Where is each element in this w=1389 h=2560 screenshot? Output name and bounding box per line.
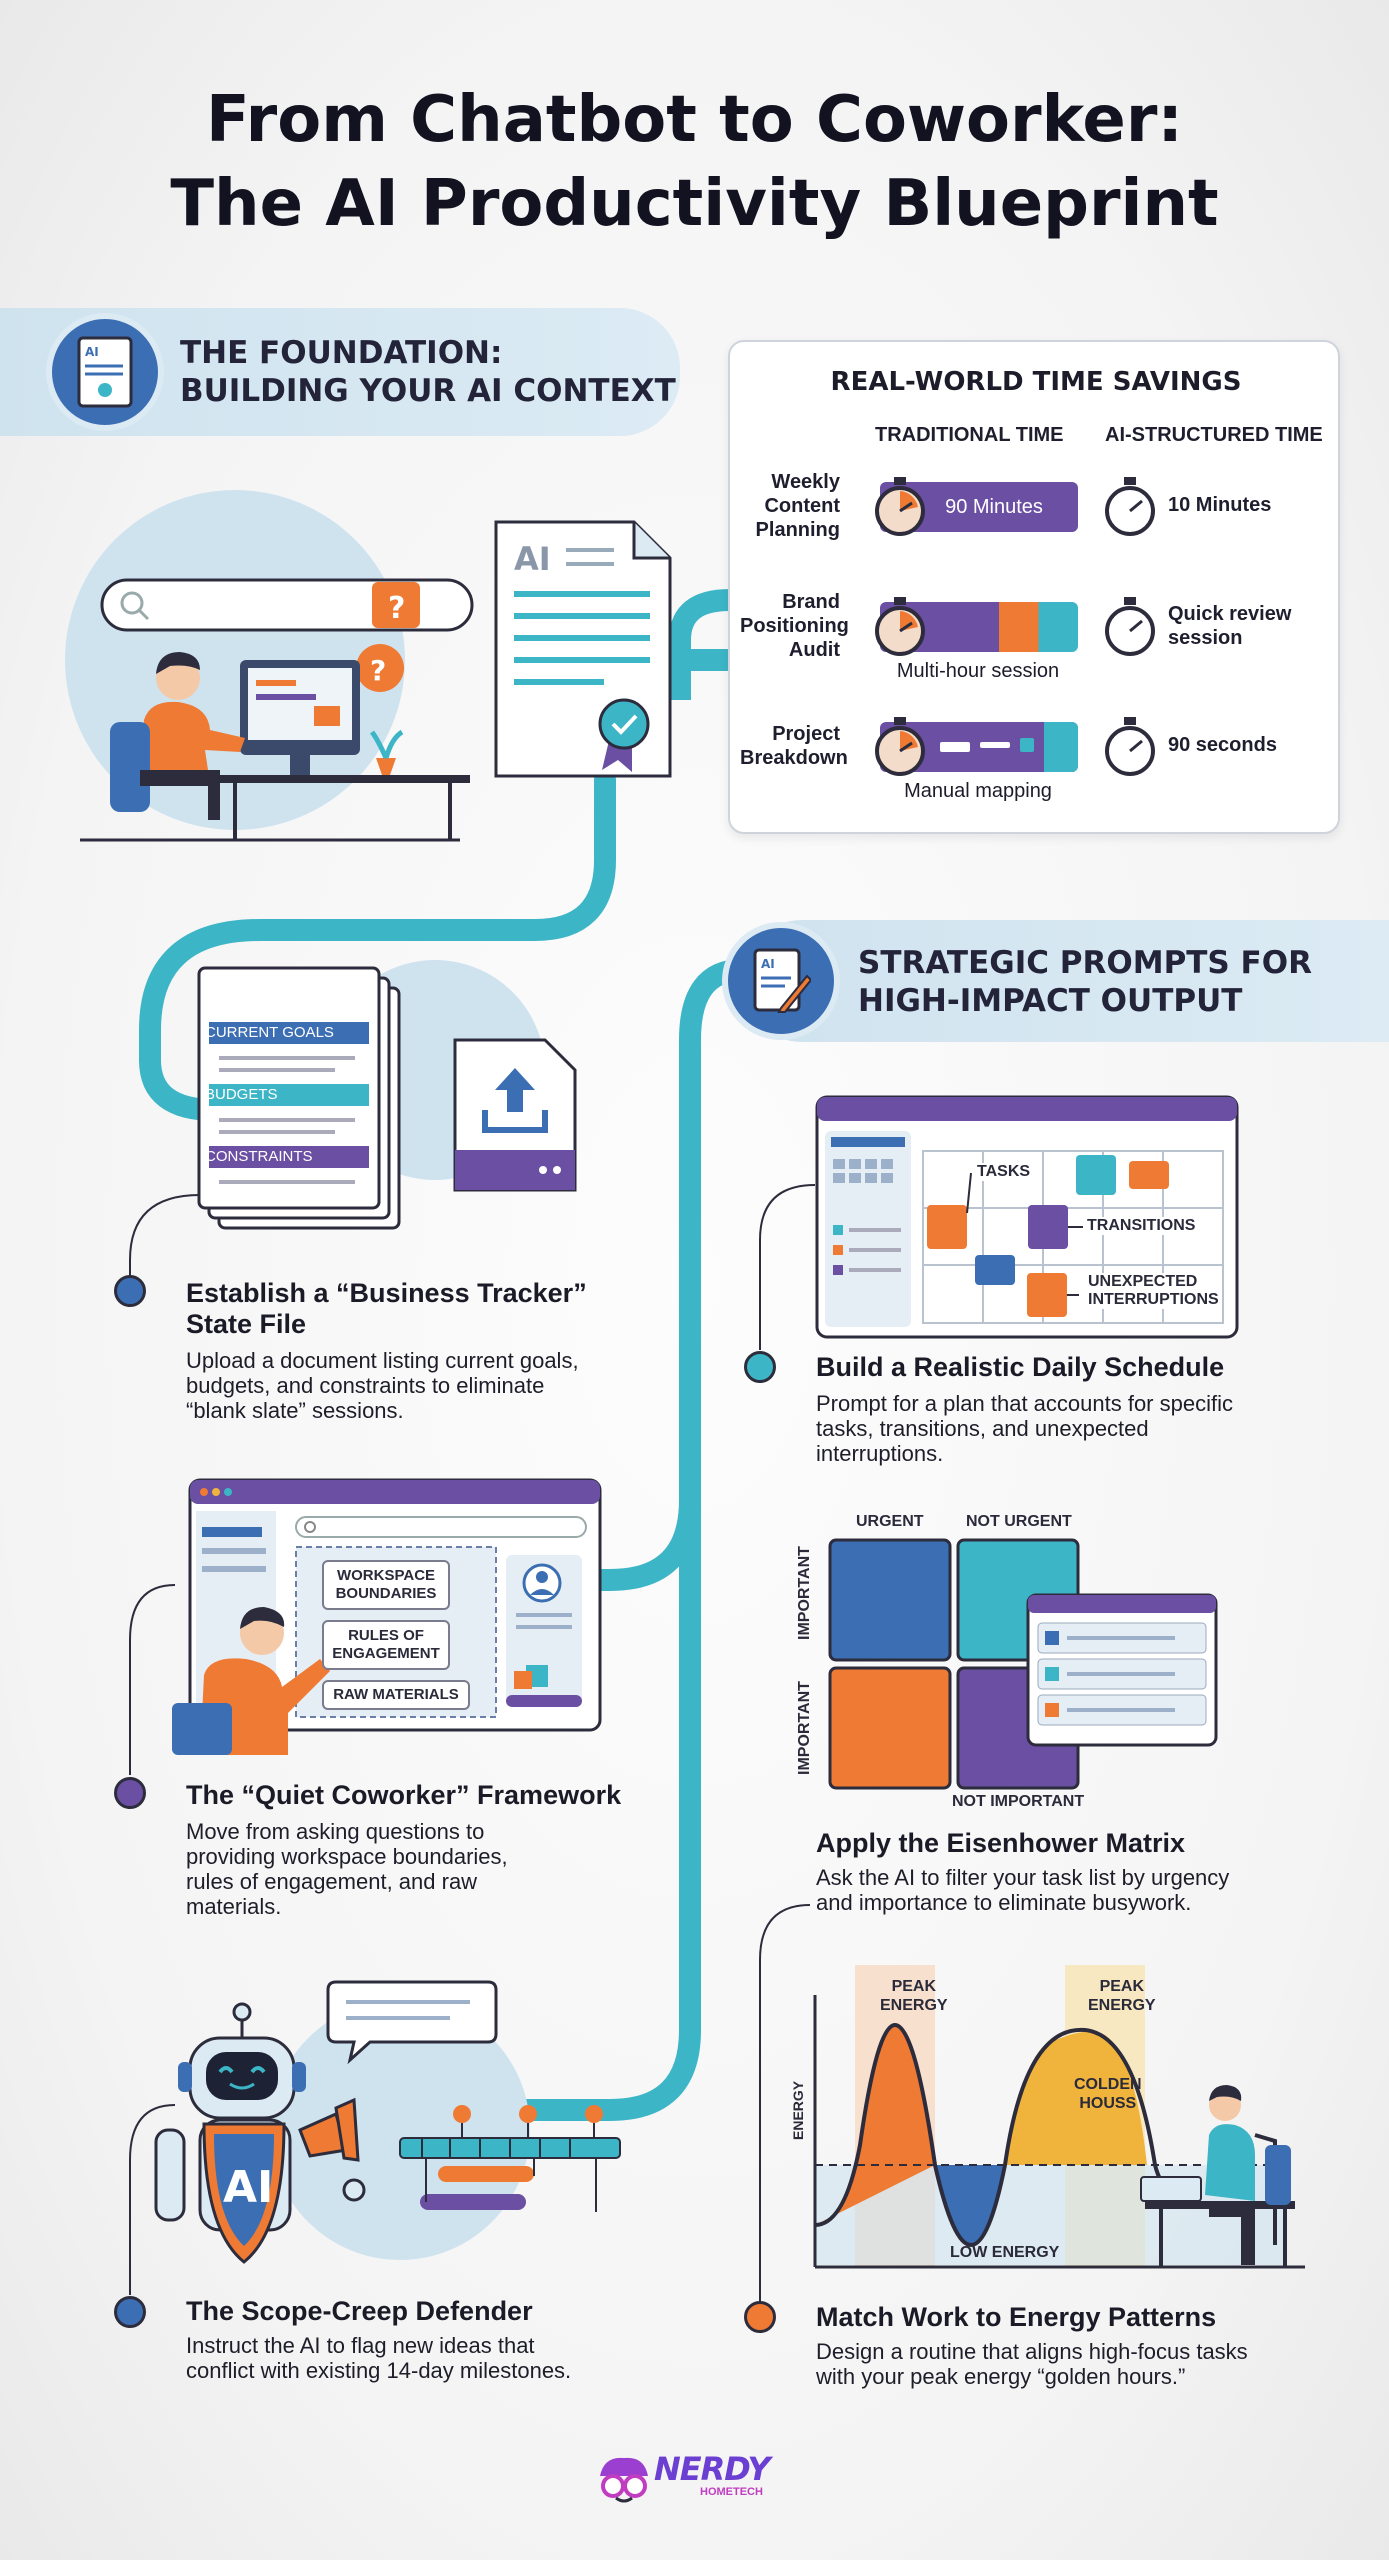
label-important-bottom: IMPORTANT (796, 1681, 813, 1775)
label-not-important: NOT IMPORTANT (952, 1793, 1085, 1810)
svg-text:?: ? (388, 591, 405, 626)
robot-defender-illustration: AI (154, 1980, 621, 2264)
step-eisenhower: Apply the Eisenhower Matrix Ask the AI t… (816, 1828, 1356, 1915)
step-desc: Upload a document listing current goals,… (186, 1348, 579, 1423)
logo-word: NERDY (654, 2450, 771, 2488)
step-dot-5 (744, 2301, 776, 2333)
label-important-top: IMPORTANT (796, 1546, 813, 1640)
label-energy-axis: ENERGY (790, 2080, 806, 2140)
page-title: From Chatbot to Coworker: The AI Product… (170, 83, 1219, 241)
label-goals: CURRENT GOALS (205, 1024, 334, 1041)
document-ai-icon: AI (46, 313, 164, 431)
eisenhower-matrix (828, 1538, 1218, 1790)
logo-sub: HOMETECH (700, 2486, 763, 2498)
step-desc: Ask the AI to filter your task list by u… (816, 1865, 1230, 1915)
time-savings-title: REAL-WORLD TIME SAVINGS (830, 367, 1242, 397)
step-scope-creep: The Scope-Creep Defender Instruct the AI… (186, 2296, 686, 2383)
stopwatch-icon (1102, 477, 1158, 542)
svg-text:?: ? (370, 654, 386, 687)
svg-text:AI: AI (514, 540, 551, 578)
svg-text:AI: AI (85, 345, 99, 359)
strategic-heading: STRATEGIC PROMPTS FOR HIGH-IMPACT OUTPUT (858, 945, 1312, 1019)
col-ai: AI-STRUCTURED TIME (1105, 424, 1323, 446)
stopwatch-icon (872, 717, 928, 782)
business-tracker-docs (197, 960, 577, 1230)
step-business-tracker: Establish a “Business Tracker”State File… (186, 1278, 676, 1423)
logo: NERDY HOMETECH (596, 2448, 796, 2508)
label-budgets: BUDGETS (205, 1086, 278, 1103)
energy-pattern-chart (813, 1965, 1305, 2269)
step-title: Build a Realistic Daily Schedule (816, 1352, 1225, 1382)
label-constraints: CONSTRAINTS (205, 1148, 313, 1165)
step-energy-patterns: Match Work to Energy Patterns Design a r… (816, 2302, 1356, 2389)
step-title: The Scope-Creep Defender (186, 2296, 533, 2326)
step-desc: Design a routine that aligns high-focus … (816, 2339, 1248, 2389)
step-title: Apply the Eisenhower Matrix (816, 1828, 1186, 1858)
step-dot-1 (114, 1275, 146, 1307)
step-title: Match Work to Energy Patterns (816, 2302, 1217, 2332)
step-quiet-coworker: The “Quiet Coworker” Framework Move from… (186, 1780, 676, 1919)
step-dot-3 (114, 2296, 146, 2328)
tag-raw-materials: RAW MATERIALS (322, 1680, 470, 1710)
stopwatch-icon (1102, 597, 1158, 662)
foundation-heading: THE FOUNDATION: BUILDING YOUR AI CONTEXT (180, 335, 676, 409)
nerd-glasses-icon (600, 2457, 648, 2503)
label-urgent: URGENT (856, 1513, 924, 1530)
step-daily-schedule: Build a Realistic Daily Schedule Prompt … (816, 1352, 1356, 1466)
strategic-band (742, 920, 1389, 1042)
time-savings-card: REAL-WORLD TIME SAVINGS TRADITIONAL TIME… (728, 340, 1340, 834)
ai-time-project: 90 seconds (1168, 734, 1277, 756)
svg-text:AI: AI (223, 2162, 273, 2213)
coworker-window (172, 1478, 602, 1755)
sub-project: Manual mapping (904, 780, 1052, 802)
step-dot-2 (114, 1777, 146, 1809)
step-desc: Prompt for a plan that accounts for spec… (816, 1391, 1233, 1466)
document-pen-icon: AI (722, 922, 840, 1040)
label-transitions: TRANSITIONS (1087, 1217, 1196, 1235)
svg-text:AI: AI (761, 957, 775, 971)
stopwatch-icon (872, 477, 928, 542)
sub-brand: Multi-hour session (896, 660, 1060, 682)
step-title: Establish a “Business Tracker”State File (186, 1278, 587, 1339)
ai-time-weekly: 10 Minutes (1168, 494, 1272, 516)
col-traditional: TRADITIONAL TIME (875, 424, 1064, 446)
label-low-energy: LOW ENERGY (950, 2244, 1060, 2261)
label-tasks: TASKS (977, 1163, 1031, 1181)
ai-document-icon: AI (494, 520, 672, 778)
stopwatch-icon (872, 597, 928, 662)
stopwatch-icon (1102, 717, 1158, 782)
step-dot-4 (744, 1351, 776, 1383)
desk-worker-illustration: ? ? (65, 490, 474, 842)
step-title: The “Quiet Coworker” Framework (186, 1780, 622, 1810)
label-not-urgent: NOT URGENT (966, 1513, 1072, 1530)
